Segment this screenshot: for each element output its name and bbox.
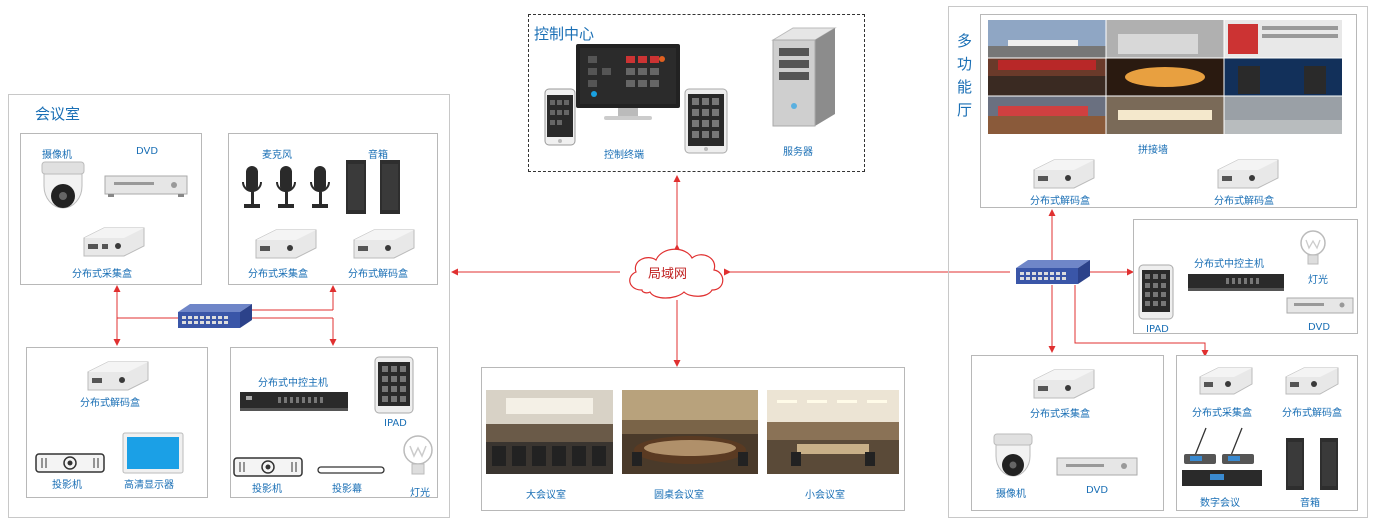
phone-icon (544, 88, 576, 146)
hall-collector2-label: 分布式采集盒 (1192, 408, 1252, 419)
hall-network-switch-icon (1016, 260, 1090, 284)
hall-decoder2-label: 分布式解码盒 (1214, 196, 1274, 207)
mic-label: 麦克风 (262, 150, 292, 161)
hall-dvd-icon (1286, 297, 1354, 314)
camera-label: 摄像机 (42, 150, 72, 161)
server-label: 服务器 (783, 147, 813, 158)
projection-screen-icon (317, 466, 385, 474)
screen-label: 投影幕 (332, 484, 362, 495)
hall-camera-icon (993, 433, 1033, 477)
digital-conference-icon (1182, 427, 1262, 486)
hall-camera-label: 摄像机 (996, 489, 1026, 500)
meeting-audio-box (228, 133, 438, 285)
hall-dvd-label: DVD (1308, 322, 1331, 333)
round-room-photo (622, 390, 758, 474)
hall-ipad-icon (1138, 264, 1174, 320)
mic-collector-icon (255, 229, 317, 259)
meeting-capture-box (20, 133, 202, 285)
hall-decoder1-icon (1033, 159, 1095, 189)
monitor-icon (576, 44, 680, 120)
hall-light-label: 灯光 (1308, 275, 1328, 286)
hall-decoder2-icon (1217, 159, 1279, 189)
central-host-label: 分布式中控主机 (258, 378, 328, 389)
video-wall-grid (988, 20, 1342, 134)
meeting-room-area: 会议室 (8, 94, 450, 518)
hall-dvd2-label: DVD (1086, 485, 1109, 496)
hall-decoder3-icon (1285, 367, 1339, 395)
projector2-icon (233, 457, 303, 477)
hall-speaker-icons (1286, 438, 1338, 490)
collector-label: 分布式采集盒 (72, 269, 132, 280)
hall-title: 多功能厅 (957, 32, 973, 119)
hd-display-label: 高清显示器 (124, 480, 174, 491)
meeting-room-title: 会议室 (35, 105, 81, 123)
decoder-label: 分布式解码盒 (348, 269, 408, 280)
tablet-icon (684, 88, 728, 154)
control-center-title: 控制中心 (534, 25, 595, 43)
mic-collector-label: 分布式采集盒 (248, 269, 308, 280)
light-bulb-icon (403, 435, 433, 475)
large-room-photo (486, 390, 613, 474)
display-decoder-icon (87, 361, 149, 391)
decoder-box-icon (353, 229, 415, 259)
small-room-label: 小会议室 (805, 490, 845, 501)
video-wall-label: 拼接墙 (1138, 145, 1168, 156)
ipad-label: IPAD (384, 418, 407, 429)
digital-conference-label: 数字会议 (1200, 498, 1240, 509)
hall-speaker-label: 音箱 (1300, 498, 1320, 509)
speaker-label: 音箱 (368, 150, 388, 161)
hall-ipad-label: IPAD (1146, 324, 1169, 335)
small-room-photo (767, 390, 899, 474)
projector-icon (35, 453, 105, 473)
cloud-icon (629, 248, 724, 299)
hall-dvd2-icon (1056, 457, 1138, 476)
ipad-icon (374, 356, 414, 414)
projector-label: 投影机 (52, 480, 82, 491)
collector-box-icon (83, 227, 145, 257)
large-room-label: 大会议室 (526, 490, 566, 501)
camera-icon (41, 161, 85, 209)
network-switch-icon (178, 304, 252, 328)
hall-decoder1-label: 分布式解码盒 (1030, 196, 1090, 207)
dvd-player-icon (104, 175, 188, 197)
lan-label: 局域网 (648, 267, 688, 282)
hall-collector-icon (1033, 369, 1095, 399)
light-label: 灯光 (410, 488, 430, 499)
speaker-icons (346, 160, 400, 214)
hd-display-icon (122, 432, 184, 474)
hall-collector2-icon (1199, 367, 1253, 395)
microphone-icons (242, 166, 330, 208)
server-icon (771, 27, 837, 127)
round-room-label: 圆桌会议室 (654, 490, 704, 501)
hall-area (948, 6, 1368, 518)
central-host-icon (240, 392, 348, 411)
hall-light-bulb-icon (1300, 230, 1326, 265)
projector2-label: 投影机 (252, 484, 282, 495)
hall-collector-label: 分布式采集盒 (1030, 409, 1090, 420)
hall-central-host-label: 分布式中控主机 (1194, 259, 1264, 270)
dvd-label: DVD (136, 146, 159, 157)
control-terminal-label: 控制终端 (604, 150, 644, 161)
display-decoder-label: 分布式解码盒 (80, 398, 140, 409)
hall-central-host-icon (1188, 274, 1284, 291)
hall-decoder3-label: 分布式解码盒 (1282, 408, 1342, 419)
